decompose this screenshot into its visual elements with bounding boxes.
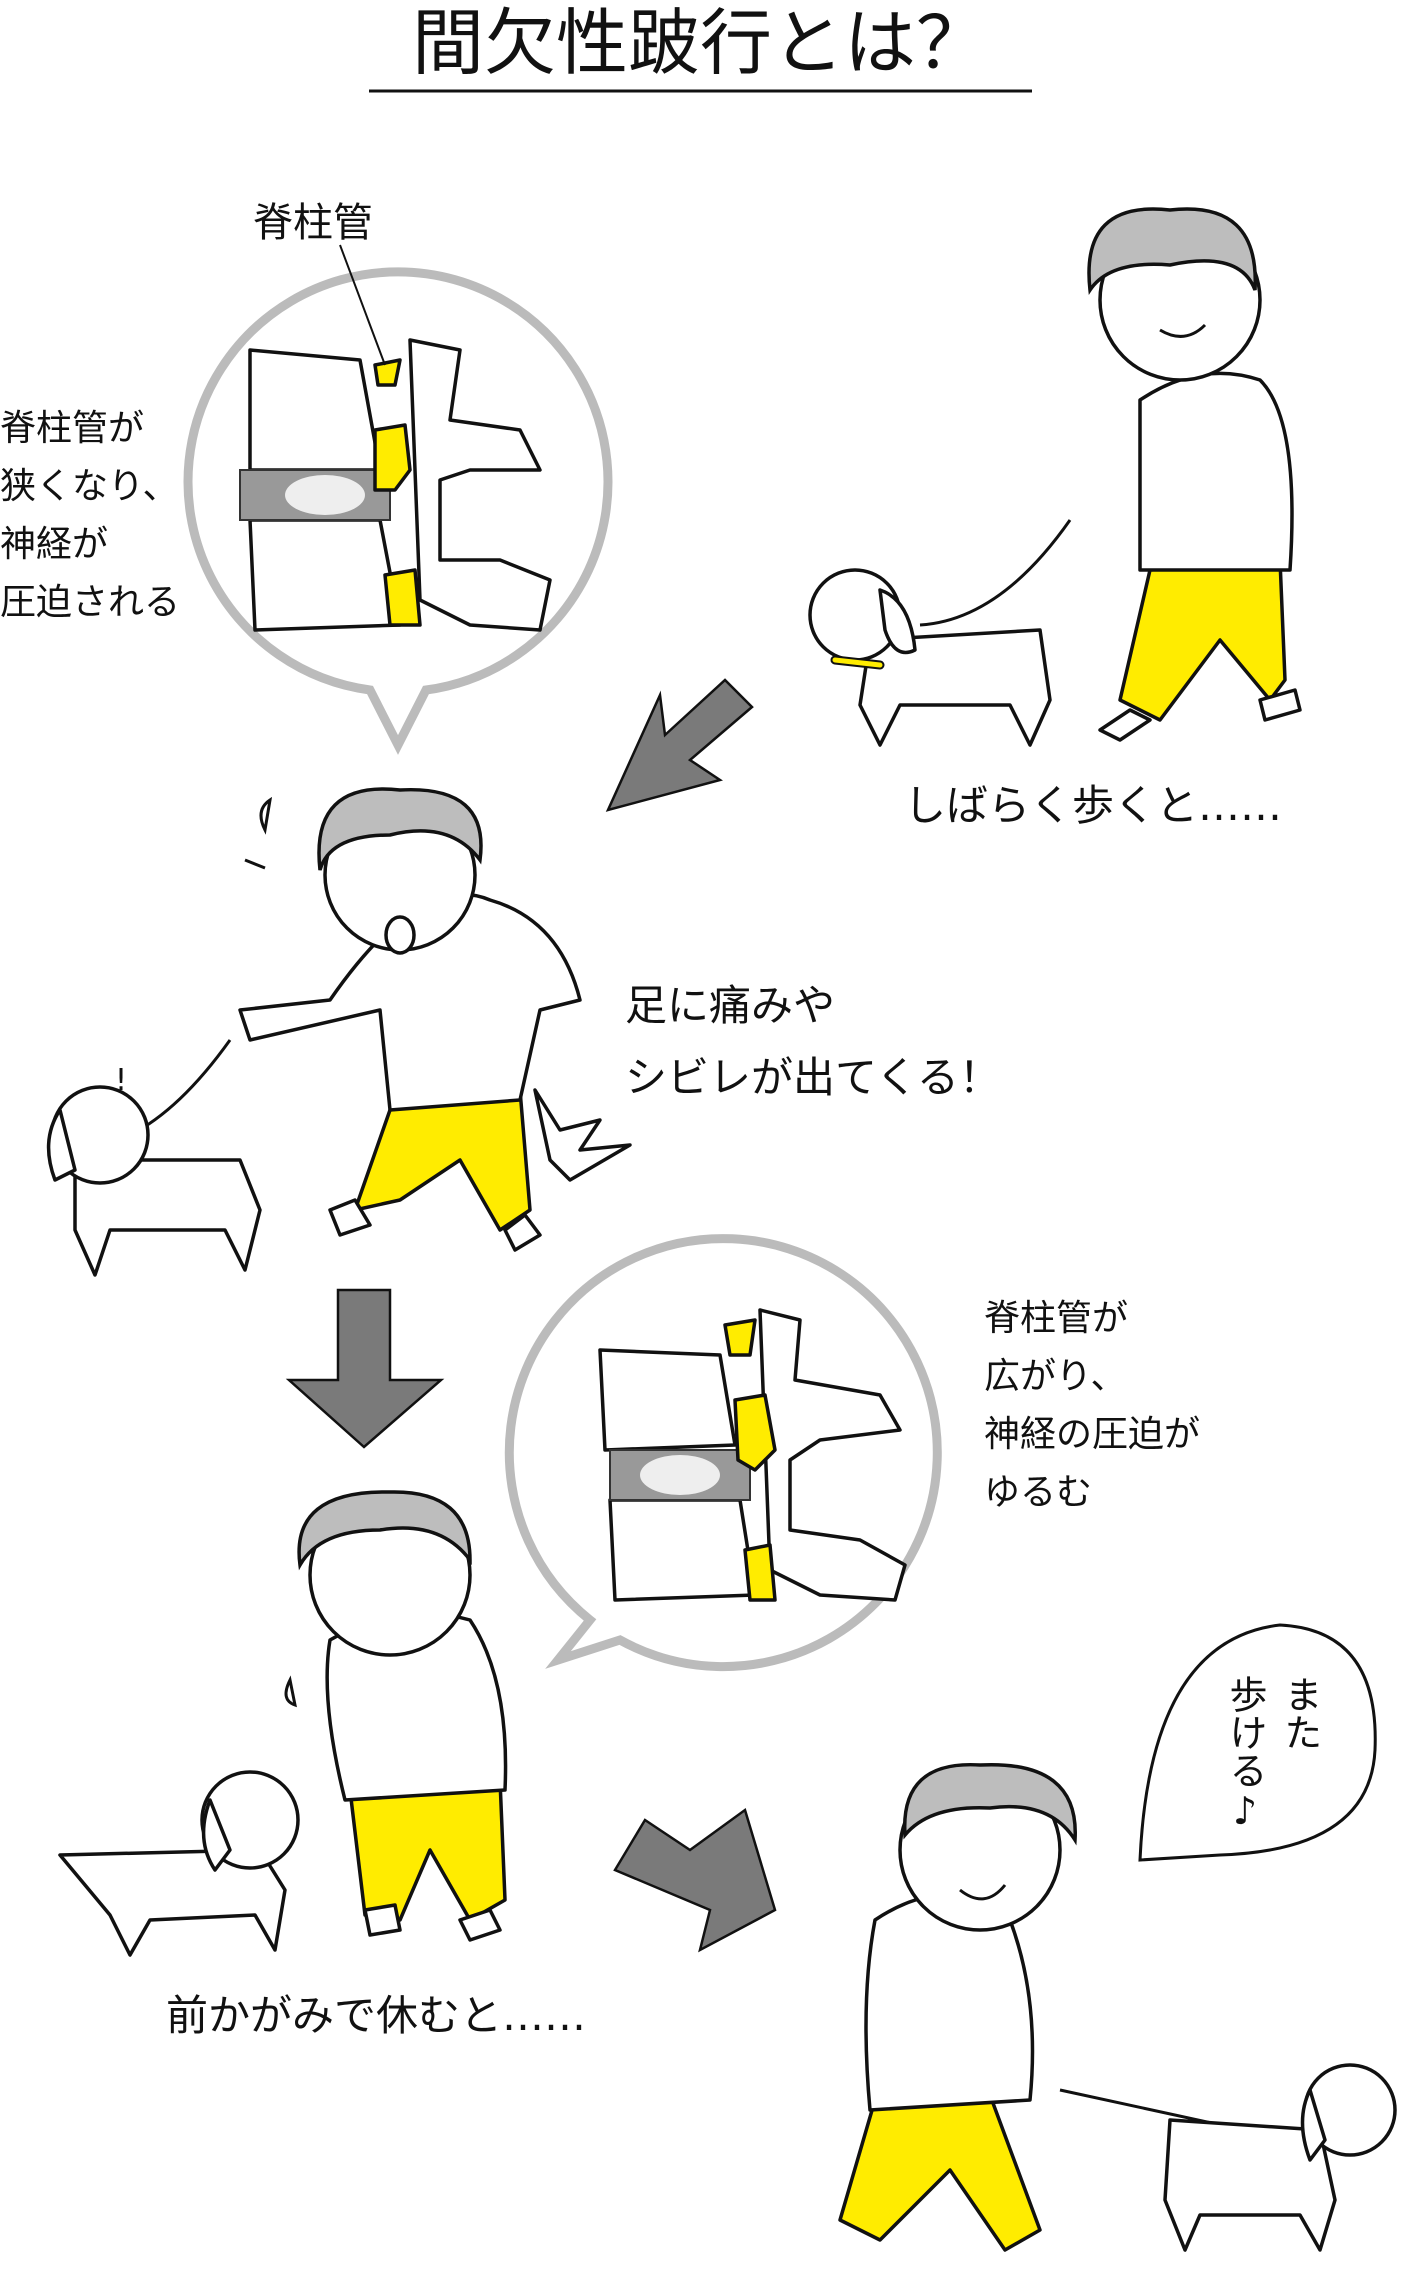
callout-label-spinal-canal: 脊柱管 xyxy=(253,200,373,246)
svg-text:脊柱管が: 脊柱管が xyxy=(984,1298,1128,1339)
arrow-down-icon xyxy=(285,1288,445,1449)
spine-bubble-wide xyxy=(504,1234,942,1672)
arrow-down-left-icon xyxy=(605,678,754,812)
dog-exclaim: ! xyxy=(115,1063,127,1098)
svg-text:シビレが出てくる！: シビレが出てくる！ xyxy=(625,1053,1001,1102)
svg-text:ゆるむ: ゆるむ xyxy=(984,1472,1092,1513)
spine-diagram-wide xyxy=(598,1308,907,1602)
man-walking xyxy=(919,207,1302,742)
dog-startled: ! xyxy=(46,1063,262,1277)
arrow-right-icon xyxy=(613,1807,777,1953)
man-in-pain xyxy=(129,787,632,1252)
rest-caption: 前かがみで休むと…… xyxy=(166,1991,586,2040)
svg-text:足に痛みや: 足に痛みや xyxy=(625,981,835,1030)
callout-leader xyxy=(339,244,386,366)
walking-caption: しばらく歩くと…… xyxy=(904,781,1282,830)
man-resting xyxy=(284,1490,508,1942)
speech-column-2: 歩ける♪ xyxy=(1223,1675,1267,1833)
svg-text:圧迫される: 圧迫される xyxy=(0,582,180,623)
narrow-note: 脊柱管が 狭くなり、 神経が 圧迫される xyxy=(0,408,180,623)
svg-text:神経の圧迫が: 神経の圧迫が xyxy=(984,1414,1200,1455)
dog-walking-again xyxy=(1163,2063,1397,2252)
svg-text:狭くなり、: 狭くなり、 xyxy=(0,466,179,507)
speech-column-1: また xyxy=(1278,1675,1322,1751)
svg-text:脊柱管が: 脊柱管が xyxy=(0,408,144,449)
svg-text:神経が: 神経が xyxy=(0,524,108,565)
spine-bubble-narrow xyxy=(183,267,613,755)
man-walking-again xyxy=(838,1762,1291,2252)
svg-text:広がり、: 広がり、 xyxy=(984,1356,1127,1397)
pain-caption: 足に痛みや シビレが出てくる！ xyxy=(625,981,1001,1102)
speech-bubble: また 歩ける♪ xyxy=(1138,1623,1377,1862)
spine-diagram-narrow xyxy=(239,338,552,632)
dog-walking xyxy=(808,568,1052,747)
dog-sitting xyxy=(58,1770,300,1957)
page-title: 間欠性跛行とは？ xyxy=(412,1,988,85)
wide-note: 脊柱管が 広がり、 神経の圧迫が ゆるむ xyxy=(984,1298,1200,1513)
